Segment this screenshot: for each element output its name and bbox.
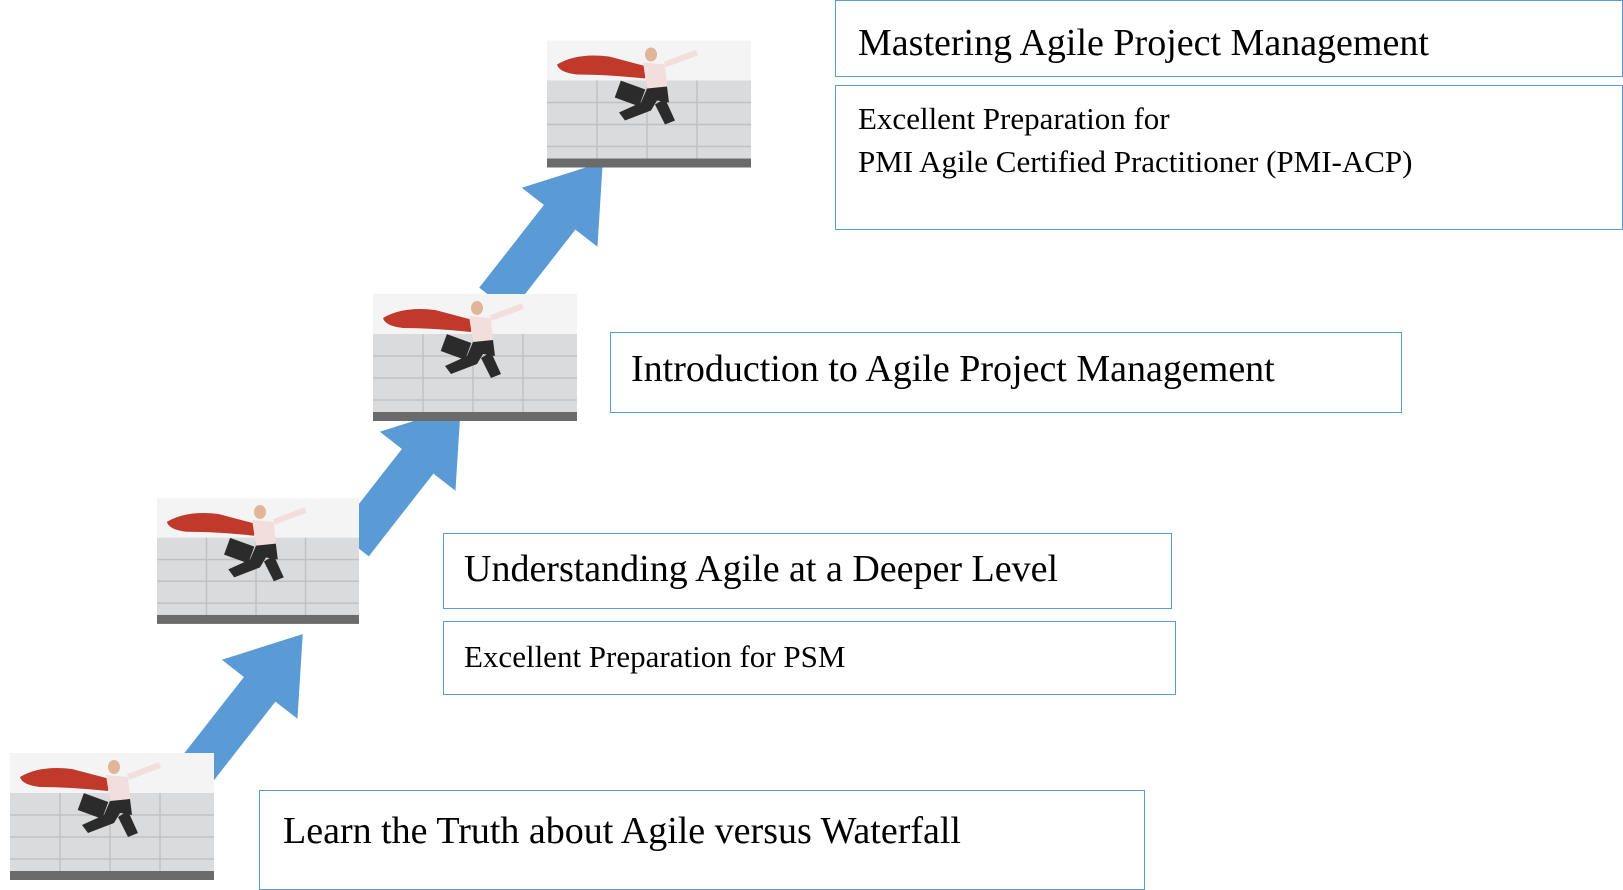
step-4-title: Mastering Agile Project Management (858, 22, 1429, 64)
step-2-note-box (443, 621, 1176, 695)
step-2-title: Understanding Agile at a Deeper Level (464, 548, 1059, 590)
step-4-note-line-1: Excellent Preparation for (858, 101, 1170, 136)
step-2-note: Excellent Preparation for PSM (464, 639, 846, 674)
step-4-title-box (835, 0, 1623, 77)
flying-businessman-photo-step-4 (547, 40, 751, 168)
step-4-note-line-2: PMI Agile Certified Practitioner (PMI-AC… (858, 144, 1413, 179)
step-3-title: Introduction to Agile Project Management (631, 348, 1275, 390)
flying-businessman-photo-step-3 (373, 294, 577, 421)
step-4-note-box (835, 85, 1623, 230)
step-3-title-box (610, 332, 1402, 413)
step-1-title: Learn the Truth about Agile versus Water… (283, 810, 961, 852)
flying-businessman-photo-step-2 (157, 498, 359, 624)
flying-businessman-photo-step-1 (10, 753, 214, 880)
step-1-title-box (259, 790, 1145, 890)
step-2-title-box (443, 533, 1172, 609)
